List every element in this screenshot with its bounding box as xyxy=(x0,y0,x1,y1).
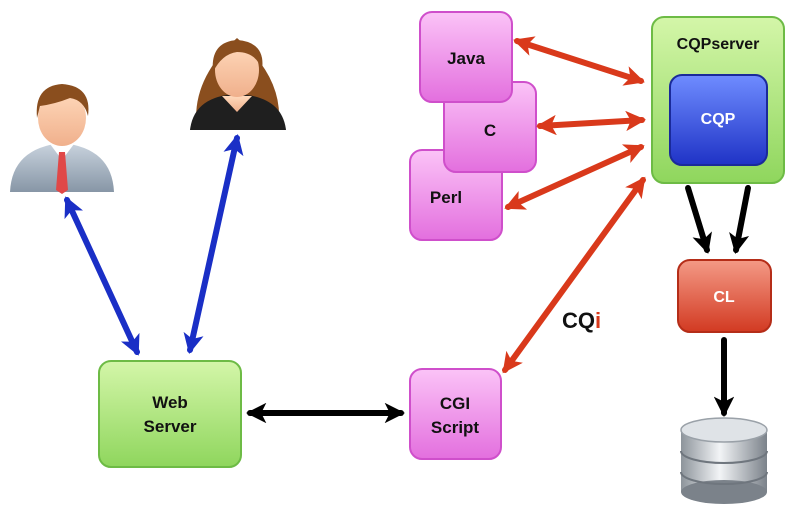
cqi-label-prefix: CQ xyxy=(562,308,595,333)
java-box: Java xyxy=(419,11,513,103)
cl-box: CL xyxy=(677,259,772,333)
cqi-arrows xyxy=(502,36,647,374)
java-label: Java xyxy=(447,49,485,68)
c-cqpserver-arrow xyxy=(535,110,647,136)
male-user-webserver-arrow xyxy=(64,196,140,356)
cgi-script-box: CGI Script xyxy=(409,368,502,460)
cqp-box: CQP xyxy=(669,74,768,166)
cqi-label-suffix: i xyxy=(595,308,601,333)
web-server-label-line2: Server xyxy=(144,417,197,436)
cqpserver-cl-arrow-right xyxy=(729,185,751,255)
cl-label: CL xyxy=(713,289,735,306)
web-server-label-line1: Web xyxy=(152,393,188,412)
male-user-icon xyxy=(10,84,114,194)
cqi-label: CQi xyxy=(562,308,601,333)
female-user-webserver-arrow xyxy=(183,134,244,354)
java-cqpserver-arrow xyxy=(513,36,645,86)
database-icon xyxy=(680,417,768,504)
internal-arrows xyxy=(245,185,751,424)
c-label: C xyxy=(484,121,496,140)
perl-label: Perl xyxy=(430,188,462,207)
cqp-label: CQP xyxy=(701,111,736,128)
cqpserver-box: CQPserver CQP xyxy=(651,16,785,184)
cgi-label-line1: CGI xyxy=(440,394,470,413)
cqpserver-label: CQPserver xyxy=(677,36,760,53)
cgi-label-line2: Script xyxy=(431,418,480,437)
user-arrows xyxy=(64,134,244,356)
cgi-cqpserver-arrow xyxy=(502,176,646,374)
cqpserver-cl-arrow-left xyxy=(685,185,712,254)
female-user-icon xyxy=(190,38,286,130)
web-server-box: Web Server xyxy=(98,360,242,468)
